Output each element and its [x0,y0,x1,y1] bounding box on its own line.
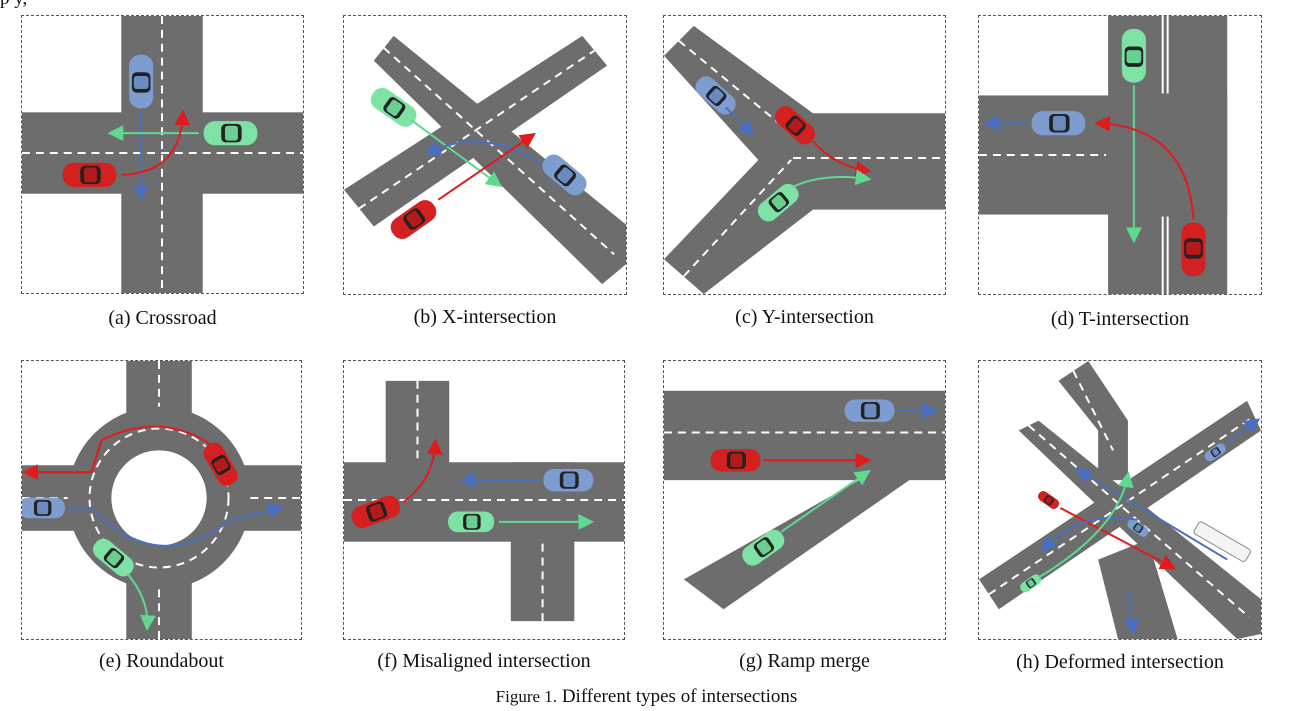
road-y [664,25,945,294]
car-red [710,449,761,472]
top-fragment-text: p y, [0,0,27,10]
panel-misaligned-intersection [343,360,625,640]
roundabout-diagram [22,361,301,639]
panel-roundabout [21,360,302,640]
car-red [1181,222,1206,277]
caption-a: (a) Crossroad [108,307,217,329]
caption-e: (e) Roundabout [99,650,224,672]
car-green [1121,28,1146,83]
car-blue [1031,111,1086,136]
y-intersection-diagram [664,25,945,294]
caption-f: (f) Misaligned intersection [377,650,591,672]
car-blue [543,468,594,492]
road-diagonal-1 [373,35,626,285]
misaligned-intersection-diagram [344,380,624,622]
crossroad-diagram [22,16,303,293]
caption-d: (d) T-intersection [1050,308,1190,330]
car-blue [129,54,154,109]
figure-title: Different types of intersections [557,686,798,707]
panel-x-intersection [343,15,627,295]
car-blue [22,497,65,519]
caption-c: (c) Y-intersection [735,306,874,328]
car-red [1036,489,1061,511]
ramp [683,478,913,610]
t-intersection-diagram [979,16,1228,294]
truck-white [1193,521,1251,563]
car-red [62,162,117,187]
figure-number: Figure 1. [495,687,558,706]
x-intersection-diagram [344,35,626,285]
path-red [121,109,191,176]
roundabout-island [111,450,207,546]
panel-t-intersection [978,15,1262,295]
caption-h: (h) Deformed intersection [1016,651,1224,673]
panel-deformed-intersection [978,360,1262,640]
panel-y-intersection [663,15,946,295]
car-green [203,121,258,146]
deformed-intersection-diagram [979,361,1261,639]
car-green [448,511,495,533]
figure-caption: Figure 1. Different types of intersectio… [0,686,1293,708]
car-blue [844,399,895,422]
caption-g: (g) Ramp merge [739,650,870,672]
ramp-merge-diagram [664,390,945,610]
caption-b: (b) X-intersection [413,306,557,328]
panel-crossroad [21,15,304,294]
road-horizontal [979,95,1228,215]
panel-ramp-merge [663,360,946,640]
